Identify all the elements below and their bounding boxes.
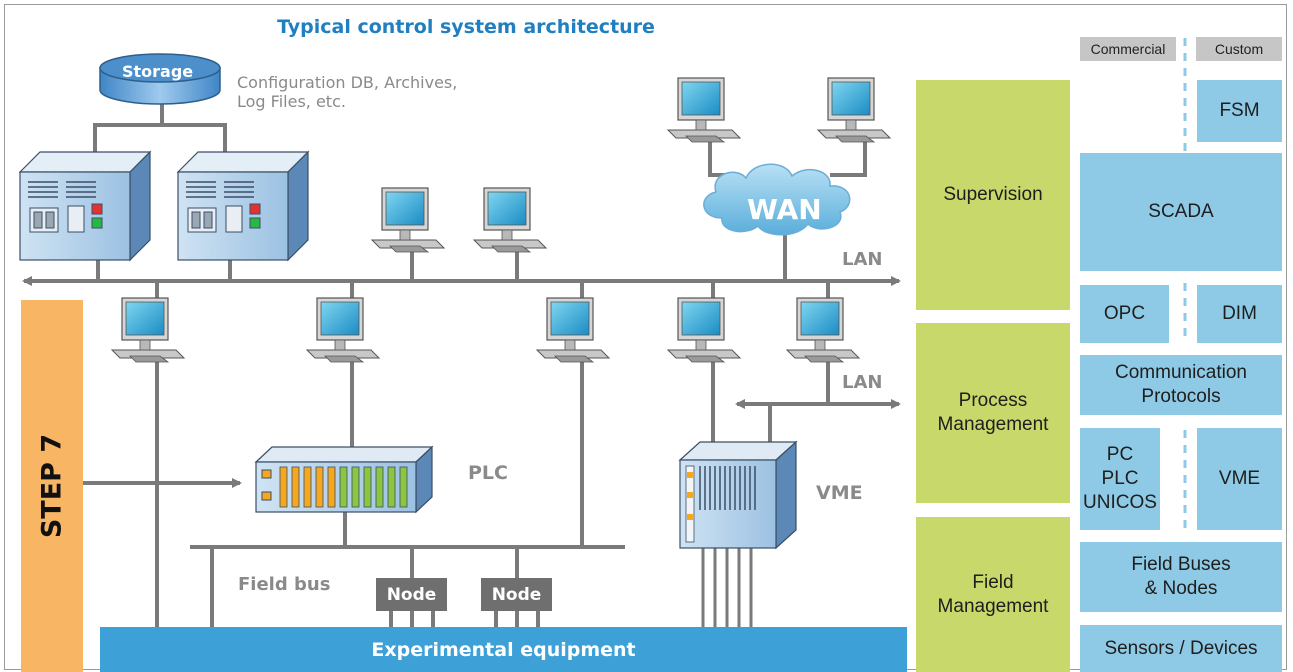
- experimental-equipment: Experimental equipment: [100, 627, 907, 672]
- diagram-title: Typical control system architecture: [277, 16, 655, 38]
- field-node: Node: [481, 578, 552, 611]
- storage-caption-line: Log Files, etc.: [237, 92, 346, 111]
- stack-sensors-devices: Sensors / Devices: [1080, 625, 1282, 672]
- computer-icon: [306, 297, 380, 363]
- computer-icon: [371, 187, 445, 253]
- field-bus-label: Field bus: [238, 574, 331, 595]
- storage-label: Storage: [122, 62, 194, 81]
- computer-icon: [817, 77, 891, 143]
- stack-pc-plc-unicos: PC PLC UNICOS: [1080, 428, 1160, 530]
- wan-cloud-icon: [703, 163, 851, 236]
- stack-unicos-label: UNICOS: [1083, 492, 1157, 513]
- server-cabinet-icon: [176, 150, 310, 262]
- stack-opc: OPC: [1080, 285, 1169, 343]
- computer-icon: [473, 187, 547, 253]
- stack-vme: VME: [1197, 428, 1282, 530]
- field-node: Node: [376, 578, 447, 611]
- layer-field-label: Management: [937, 595, 1049, 617]
- stack-field-buses-nodes: Field Buses & Nodes: [1080, 542, 1282, 612]
- stack-dim: DIM: [1197, 285, 1282, 343]
- wan-label: WAN: [747, 193, 822, 226]
- commercial-header: Commercial: [1080, 37, 1176, 61]
- vme-cables: [701, 540, 753, 627]
- vme-crate-icon: [678, 440, 798, 550]
- plc-label: PLC: [468, 462, 508, 484]
- computer-icon: [111, 297, 185, 363]
- layer-field-label: Field: [972, 571, 1014, 593]
- vme-label: VME: [816, 482, 863, 504]
- stack-fieldbus-label: & Nodes: [1144, 578, 1218, 599]
- storage-links: [93, 102, 227, 152]
- computer-icon: [667, 297, 741, 363]
- layer-process-management: Process Management: [916, 323, 1070, 503]
- storage-caption: Configuration DB, Archives, Log Files, e…: [237, 73, 457, 111]
- step7-label: STEP 7: [36, 433, 68, 539]
- layer-supervision: Supervision: [916, 80, 1070, 310]
- stack-plc-label: PLC: [1101, 468, 1139, 489]
- server-cabinet-icon: [18, 150, 152, 262]
- layer-field-management: Field Management: [916, 517, 1070, 672]
- storage-caption-line: Configuration DB, Archives,: [237, 73, 458, 92]
- step7-bar: STEP 7: [21, 300, 83, 672]
- stack-fieldbus-label: Field Buses: [1131, 554, 1231, 575]
- storage-cylinder-icon: [99, 53, 221, 105]
- custom-header: Custom: [1196, 37, 1282, 61]
- process-drops: [155, 360, 715, 627]
- stack-pc-label: PC: [1106, 444, 1134, 465]
- computer-icon: [536, 297, 610, 363]
- layer-supervision-label: Supervision: [943, 184, 1043, 205]
- stack-comm-label: Protocols: [1141, 386, 1221, 407]
- layer-process-label: Process: [958, 390, 1028, 411]
- field-bus: [190, 512, 625, 627]
- stack-scada: SCADA: [1080, 153, 1282, 271]
- lan-right-label: LAN: [842, 372, 883, 393]
- stack-comm-label: Communication: [1115, 362, 1247, 383]
- plc-rack-icon: [254, 445, 434, 514]
- stack-fsm: FSM: [1197, 80, 1282, 142]
- computer-icon: [786, 297, 860, 363]
- layer-process-label: Management: [937, 414, 1049, 435]
- computer-icon: [667, 77, 741, 143]
- stack-communication-protocols: Communication Protocols: [1080, 355, 1282, 415]
- lan-top-label: LAN: [842, 249, 883, 270]
- lan-right-bus: [735, 360, 901, 442]
